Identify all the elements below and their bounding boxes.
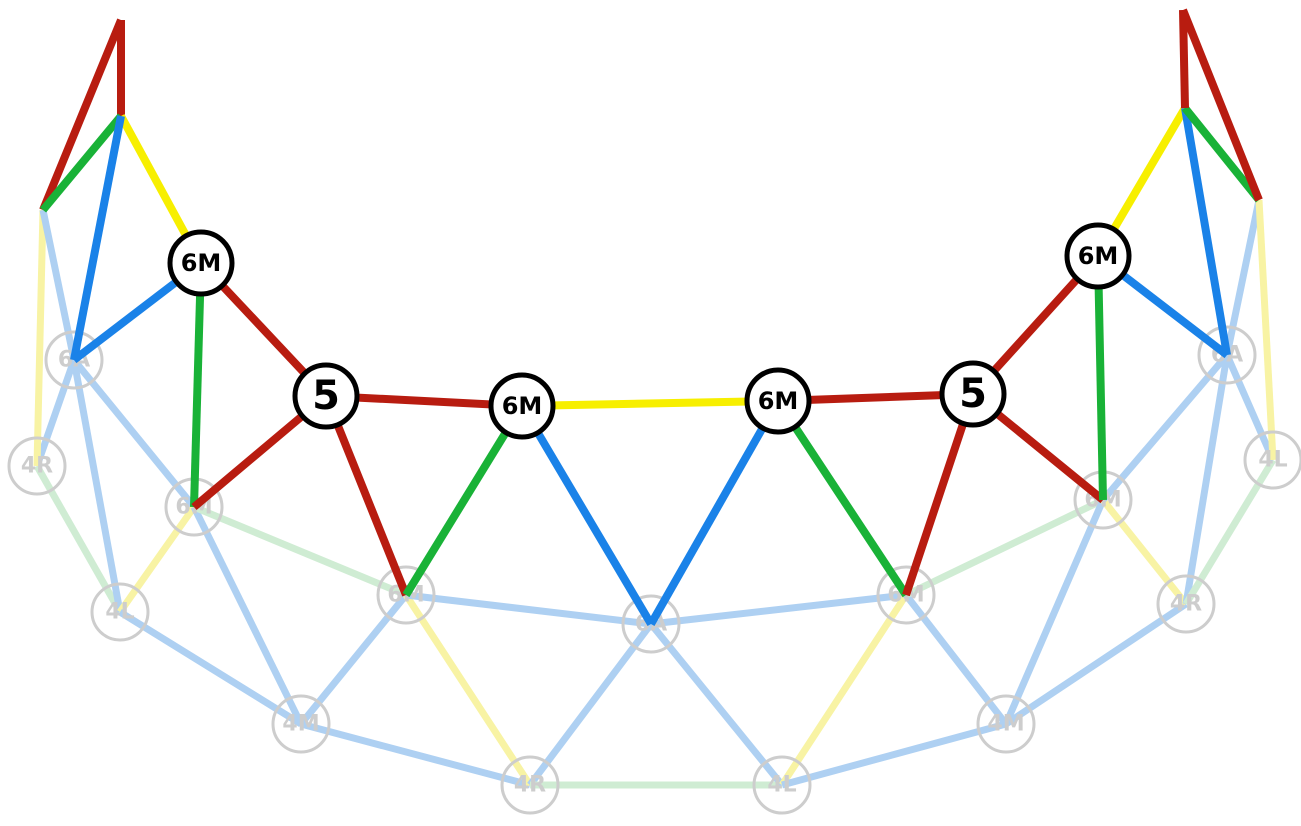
- hub-5: 5: [292, 362, 360, 430]
- strut-blue: [1181, 107, 1231, 356]
- hub-6m: 6M: [488, 372, 556, 440]
- faded-strut-blue: [300, 720, 531, 789]
- faded-struts-layer: [33, 199, 1277, 789]
- faded-strut-blue: [1223, 353, 1277, 462]
- faded-strut-blue: [648, 621, 785, 788]
- faded-strut-blue: [1100, 352, 1230, 503]
- faded-hub-4r: 4R: [500, 755, 560, 815]
- hub-ring: [1243, 430, 1301, 490]
- faded-strut-blue: [1223, 199, 1263, 356]
- faded-hub-4r: 4R: [1156, 574, 1216, 634]
- strut-red: [1179, 8, 1263, 202]
- hub-label: 6M: [181, 249, 222, 277]
- faded-strut-yellow: [33, 209, 47, 467]
- faded-strut-blue: [903, 592, 1009, 727]
- hub-ring: [7, 436, 67, 496]
- faded-hub-4m: 4M: [976, 694, 1036, 754]
- strut-green: [1094, 255, 1107, 501]
- hub-label: 4L: [1258, 448, 1287, 473]
- faded-hub-4r: 4R: [7, 436, 67, 496]
- hub-label: 4R: [1170, 592, 1202, 617]
- hub-ring: [621, 594, 681, 654]
- faded-strut-blue: [71, 357, 197, 510]
- hub-ring: [1064, 222, 1132, 290]
- faded-strut-blue: [405, 591, 652, 628]
- faded-hub-4l: 4L: [752, 755, 812, 815]
- hub-label: 4R: [514, 773, 546, 798]
- faded-strut-blue: [118, 609, 303, 727]
- faded-strut-green: [192, 503, 408, 599]
- hub-ring: [976, 694, 1036, 754]
- strut-green: [1181, 105, 1263, 203]
- faded-strut-blue: [1004, 601, 1188, 727]
- strut-green: [39, 113, 125, 213]
- strut-green: [774, 398, 910, 598]
- faded-strut-blue: [33, 358, 78, 468]
- strut-red: [1179, 9, 1189, 109]
- active-struts-layer: [39, 8, 1263, 627]
- faded-strut-yellow: [779, 593, 909, 787]
- faded-strut-blue: [1002, 498, 1107, 726]
- hub-ring: [500, 755, 560, 815]
- faded-hub-4m: 4M: [271, 694, 331, 754]
- faded-strut-green: [904, 496, 1105, 599]
- faded-strut-blue: [190, 505, 305, 726]
- strut-blue: [70, 115, 125, 361]
- hub-label: 4R: [21, 454, 53, 479]
- hub-ring: [488, 372, 556, 440]
- hub-5: 5: [939, 360, 1007, 428]
- hub-ring: [1156, 574, 1216, 634]
- strut-blue: [647, 399, 782, 626]
- faded-strut-blue: [650, 591, 907, 628]
- hub-ring: [167, 229, 235, 297]
- hub-label: 6M: [1078, 242, 1119, 270]
- hub-6m: 6M: [744, 367, 812, 435]
- hub-ring: [271, 694, 331, 754]
- hub-label: 4L: [105, 600, 134, 625]
- hub-ring: [744, 367, 812, 435]
- faded-hub-4l: 4L: [1243, 430, 1301, 490]
- hub-label: 6M: [758, 387, 799, 415]
- faded-strut-blue: [39, 209, 78, 361]
- hub-6m: 6M: [1064, 222, 1132, 290]
- faded-strut-yellow: [117, 504, 197, 615]
- faded-strut-yellow: [1255, 199, 1277, 461]
- hub-label: 4M: [987, 712, 1024, 737]
- faded-strut-yellow: [403, 593, 533, 787]
- faded-strut-blue: [298, 592, 409, 727]
- hub-ring: [939, 360, 1007, 428]
- hub-ring: [876, 565, 936, 625]
- hub-ring: [752, 755, 812, 815]
- faded-strut-blue: [527, 621, 654, 788]
- hub-ring: [292, 362, 360, 430]
- strut-red: [322, 394, 410, 597]
- hub-label: 5: [959, 371, 987, 417]
- strut-red: [902, 392, 977, 597]
- faded-hub-4l: 4L: [90, 582, 150, 642]
- active-hubs-layer: 6M 5 6M 6M 5 6M: [167, 222, 1132, 440]
- hub-ring: [44, 330, 104, 390]
- strut-red: [39, 18, 125, 212]
- faded-strut-yellow: [1100, 497, 1189, 607]
- faded-strut-blue: [70, 359, 124, 613]
- hub-label: 6M: [502, 392, 543, 420]
- strut-green: [190, 262, 205, 508]
- hub-label: 5: [312, 373, 340, 419]
- strut-green: [402, 403, 526, 598]
- strut-blue: [518, 403, 655, 627]
- faded-strut-blue: [781, 720, 1007, 789]
- hub-ring: [1197, 325, 1257, 385]
- hub-label: 4L: [767, 773, 796, 798]
- hub-ring: [376, 565, 436, 625]
- hub-label: 4M: [282, 712, 319, 737]
- hub-6m: 6M: [167, 229, 235, 297]
- strut-yellow: [521, 397, 779, 410]
- faded-strut-blue: [1182, 354, 1231, 605]
- hub-ring: [90, 582, 150, 642]
